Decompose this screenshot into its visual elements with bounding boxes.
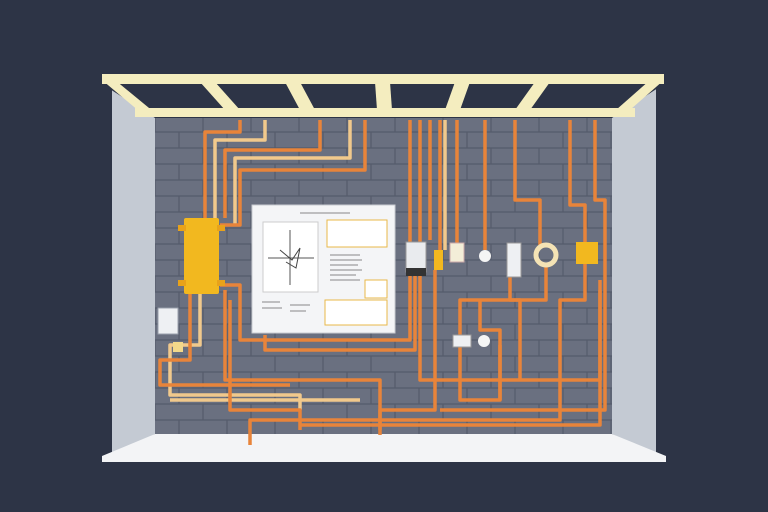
ceiling-beams [102, 74, 664, 118]
pipe [158, 294, 290, 387]
meter-icon [157, 307, 183, 352]
floor [102, 434, 666, 462]
electrical-panel-icon [405, 241, 427, 276]
pipe [168, 294, 302, 410]
water-heater-icon [178, 218, 225, 294]
valve-icon [452, 334, 490, 348]
pipe [223, 290, 382, 430]
pipes [158, 120, 607, 445]
pipe [378, 270, 437, 435]
thermostat-icon [449, 242, 465, 263]
left-wall [112, 86, 155, 456]
pressure-gauge-icon [533, 242, 559, 268]
pipe [263, 276, 417, 352]
junction-box-icon [576, 242, 598, 264]
pipe [223, 120, 322, 218]
pipe [213, 120, 267, 218]
pipe [300, 290, 602, 427]
pipe [220, 120, 367, 227]
schematic-board-icon [251, 204, 396, 334]
pipe [513, 120, 542, 245]
pipe [440, 120, 607, 412]
right-wall [612, 86, 656, 456]
valve-icon [434, 250, 443, 270]
outlet-icon [479, 250, 491, 262]
pipe [248, 264, 587, 445]
pipe [203, 120, 242, 218]
pipe [478, 300, 502, 400]
pipe [233, 120, 352, 225]
pipe [508, 277, 522, 380]
pipe [568, 120, 587, 242]
meter-icon [506, 242, 522, 278]
